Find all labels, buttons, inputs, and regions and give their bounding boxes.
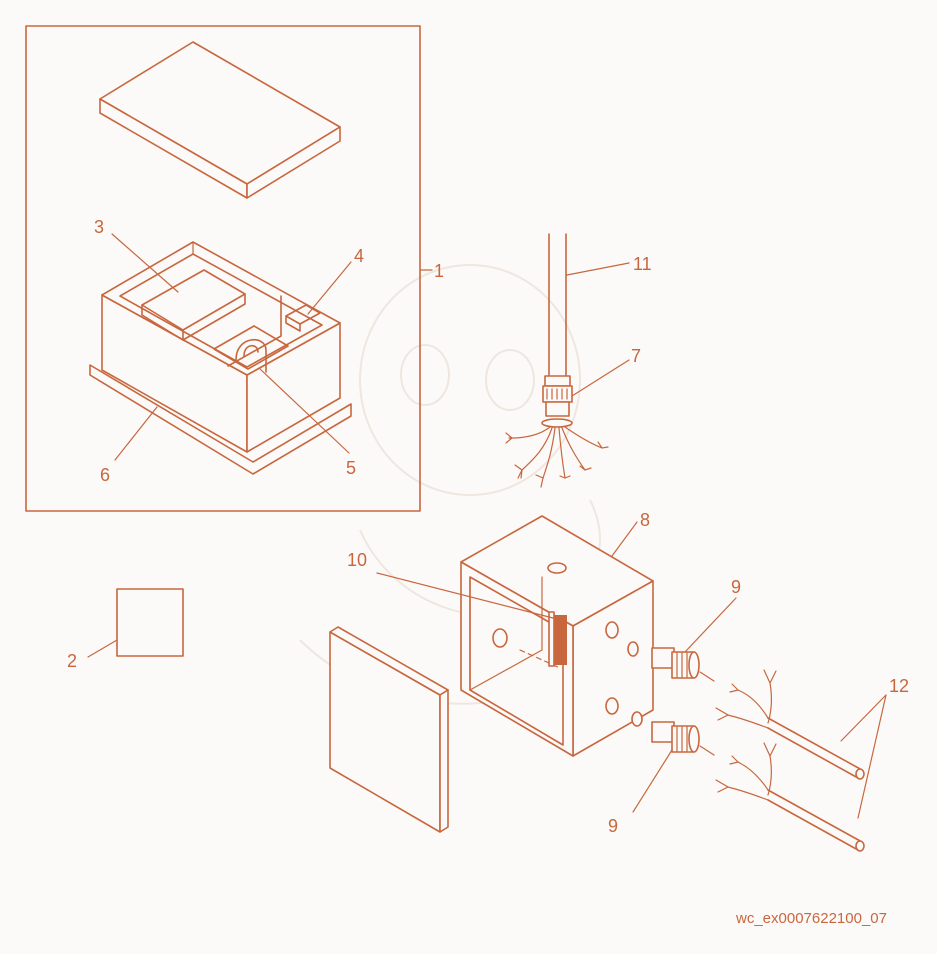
leader-lines [87, 233, 887, 819]
terminal-strip-part [553, 615, 567, 665]
wire-upper [715, 669, 865, 780]
callout-4: 4 [354, 246, 364, 266]
cable-part [548, 233, 567, 379]
callout-6: 6 [100, 465, 110, 485]
callout-9-upper: 9 [731, 577, 741, 597]
callout-9-lower: 9 [608, 816, 618, 836]
callout-7: 7 [631, 346, 641, 366]
callout-10: 10 [347, 550, 367, 570]
binding-post-lower [631, 711, 715, 756]
callout-8: 8 [640, 510, 650, 530]
cable-connector-part [505, 375, 609, 488]
assembly-frame [25, 25, 433, 512]
callout-5: 5 [346, 458, 356, 478]
callout-11: 11 [633, 254, 652, 274]
document-id: wc_ex0007622100_07 [736, 910, 887, 927]
front-panel-part [329, 626, 449, 833]
junction-box-part [460, 515, 654, 757]
callout-1: 1 [434, 261, 444, 281]
callout-12: 12 [889, 676, 909, 696]
tray-part [89, 241, 352, 475]
callout-3: 3 [94, 217, 104, 237]
callout-2: 2 [67, 651, 77, 671]
binding-post-upper [627, 641, 715, 682]
callout-labels: 1 2 3 4 5 6 7 8 9 9 10 11 12 [67, 217, 909, 836]
wire-lower [715, 742, 865, 852]
lid-part [99, 41, 341, 199]
square-part [116, 588, 184, 657]
